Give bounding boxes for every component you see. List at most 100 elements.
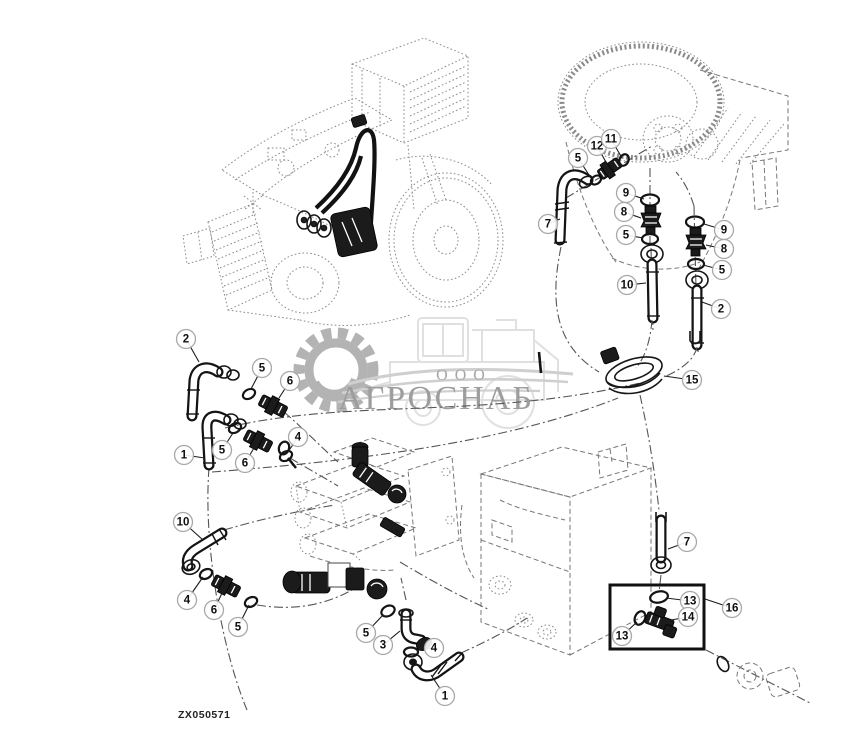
- callout-number-4: 4: [295, 432, 302, 444]
- fitting-kit-box-16: [608, 583, 706, 651]
- callout-balloon-4: [176, 589, 198, 611]
- callout-number-5: 5: [719, 265, 726, 277]
- callout-number-9: 9: [623, 188, 629, 200]
- callout-balloon-8: [713, 238, 735, 260]
- callout-number-6: 6: [211, 605, 217, 617]
- fitting-6-b: [243, 429, 273, 453]
- callout-number-5: 5: [235, 622, 242, 634]
- callout-number-7: 7: [684, 537, 690, 549]
- callout-balloon-1: [434, 685, 456, 707]
- callout-balloon-5: [567, 147, 589, 169]
- elbow-hose-10: [181, 527, 228, 576]
- callout-number-1: 1: [181, 450, 188, 462]
- callout-balloon-6: [279, 370, 301, 392]
- valve-top-elbow-fitting: [351, 442, 407, 504]
- callout-balloon-4: [423, 637, 445, 659]
- callout-number-8: 8: [721, 244, 728, 256]
- callout-number-11: 11: [605, 134, 618, 146]
- callout-number-14: 14: [682, 612, 695, 624]
- o-ring-5-d: [380, 604, 396, 618]
- hose-group-middle-left: [186, 362, 294, 471]
- callout-balloon-2: [175, 328, 197, 350]
- callout-number-2: 2: [718, 304, 724, 316]
- control-valve-assembly-phantom: [277, 437, 460, 600]
- callout-balloon-5: [251, 357, 273, 379]
- callout-number-3: 3: [380, 640, 386, 652]
- o-ring-5-b: [227, 421, 243, 435]
- callout-number-5: 5: [259, 363, 266, 375]
- gear-logo-icon: [293, 327, 379, 413]
- callout-balloon-15: [681, 369, 703, 391]
- callout-balloon-14: [677, 606, 699, 628]
- fitting-6-a: [258, 394, 288, 418]
- coupler-phantom: [705, 649, 813, 705]
- callout-balloon-5: [211, 439, 233, 461]
- callout-balloon-3: [372, 634, 394, 656]
- o-ring-9-right: [684, 215, 706, 229]
- callout-balloon-5: [355, 622, 377, 644]
- hose-10-upper: [640, 244, 664, 324]
- elbow-hose-2: [186, 362, 240, 422]
- callout-balloon-16: [721, 597, 743, 619]
- steering-line-parts: [553, 145, 709, 353]
- hose-2-end-stub: [689, 331, 701, 345]
- callout-balloon-4: [287, 426, 309, 448]
- watermark-swoosh: [337, 367, 574, 404]
- o-ring-13-b: [633, 610, 647, 626]
- elbow-hose-7-upper: [553, 169, 594, 246]
- callout-number-5: 5: [219, 445, 226, 457]
- valve-bottom-cylinder: [282, 562, 388, 600]
- callout-number-2: 2: [183, 334, 189, 346]
- o-ring-5-a: [241, 387, 257, 401]
- callout-number-10: 10: [621, 280, 634, 292]
- grommet-15: [600, 346, 663, 395]
- callout-balloon-10: [616, 274, 638, 296]
- installed-hoses: [314, 114, 377, 239]
- callout-balloon-13: [611, 625, 633, 647]
- callout-number-5: 5: [623, 230, 630, 242]
- fitting-8-left: [640, 205, 662, 235]
- callout-number-5: 5: [363, 628, 370, 640]
- tee-fitting-14: [644, 605, 678, 639]
- hose-7-lower: [650, 512, 672, 593]
- o-ring-9-left: [639, 193, 661, 207]
- callout-number-7: 7: [545, 219, 551, 231]
- callout-number-6: 6: [287, 376, 293, 388]
- callout-balloon-1: [173, 444, 195, 466]
- watermark-name: АГРОСНАБ: [338, 380, 534, 417]
- drawing-number: ZX050571: [178, 709, 231, 721]
- o-ring-4-b: [198, 567, 214, 581]
- hose-routing-lines: [207, 246, 698, 711]
- valve-small-o-ring: [277, 440, 291, 456]
- callout-number-13: 13: [684, 596, 697, 608]
- valve-mid-fitting: [379, 517, 406, 538]
- callout-balloon-2: [710, 298, 732, 320]
- callout-number-4: 4: [184, 595, 191, 607]
- o-ring-5-right: [686, 257, 706, 271]
- callout-number-16: 16: [726, 603, 739, 615]
- callout-balloon-11: [600, 128, 622, 150]
- o-ring-13-a: [649, 590, 669, 604]
- o-ring-5-left: [640, 232, 660, 246]
- callout-number-9: 9: [721, 225, 727, 237]
- fitting-8-right: [685, 227, 707, 257]
- callout-balloon-5: [615, 224, 637, 246]
- callout-balloon-7: [537, 213, 559, 235]
- hose-group-bottom-center: [380, 604, 465, 682]
- callout-number-6: 6: [242, 458, 248, 470]
- tractor-phantom-view: [182, 37, 504, 326]
- callout-number-4: 4: [431, 643, 438, 655]
- callout-balloon-8: [613, 201, 635, 223]
- callout-balloon-6: [234, 452, 256, 474]
- o-ring-5-c: [243, 595, 259, 609]
- callout-balloon-5: [227, 616, 249, 638]
- o-ring-4-c: [402, 646, 420, 658]
- callout-balloon-7: [676, 531, 698, 553]
- callout-number-10: 10: [177, 517, 190, 529]
- callout-balloon-5: [711, 259, 733, 281]
- callout-number-8: 8: [621, 207, 628, 219]
